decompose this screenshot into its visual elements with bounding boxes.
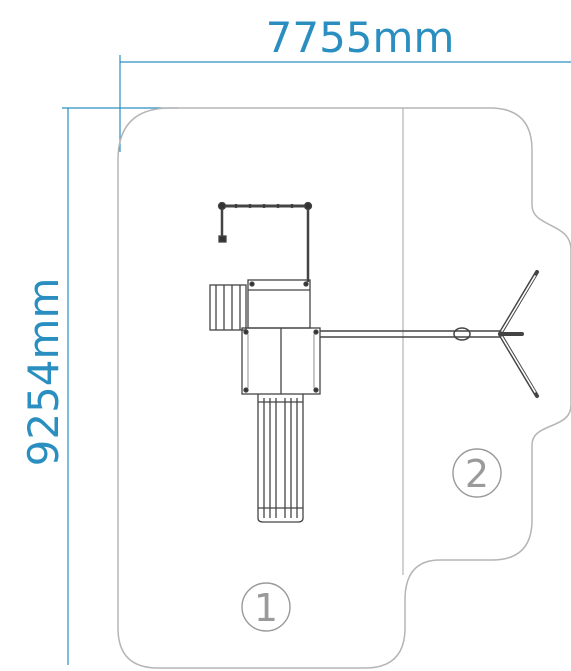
upper-deck: [247, 279, 311, 329]
zone-2-marker: 2: [452, 448, 502, 498]
swing-a-frame-highlight: [501, 275, 536, 393]
width-dimension-label: 7755mm: [266, 13, 455, 62]
width-dimension: [119, 55, 571, 152]
swing-beam: [320, 327, 500, 341]
ladder: [209, 284, 247, 331]
platform: [241, 327, 321, 395]
height-dimension-label: 9254mm: [19, 278, 68, 467]
safety-zone-outline: [117, 107, 571, 669]
height-dimension: [62, 107, 178, 665]
play-structure: [209, 201, 539, 523]
swing-a-frame: [498, 270, 539, 398]
slide: [257, 394, 304, 523]
monkey-bars: [217, 201, 313, 282]
zone-1-marker: 1: [241, 582, 291, 632]
zone-1-label: 1: [254, 586, 278, 630]
zone-2-label: 2: [465, 452, 489, 496]
